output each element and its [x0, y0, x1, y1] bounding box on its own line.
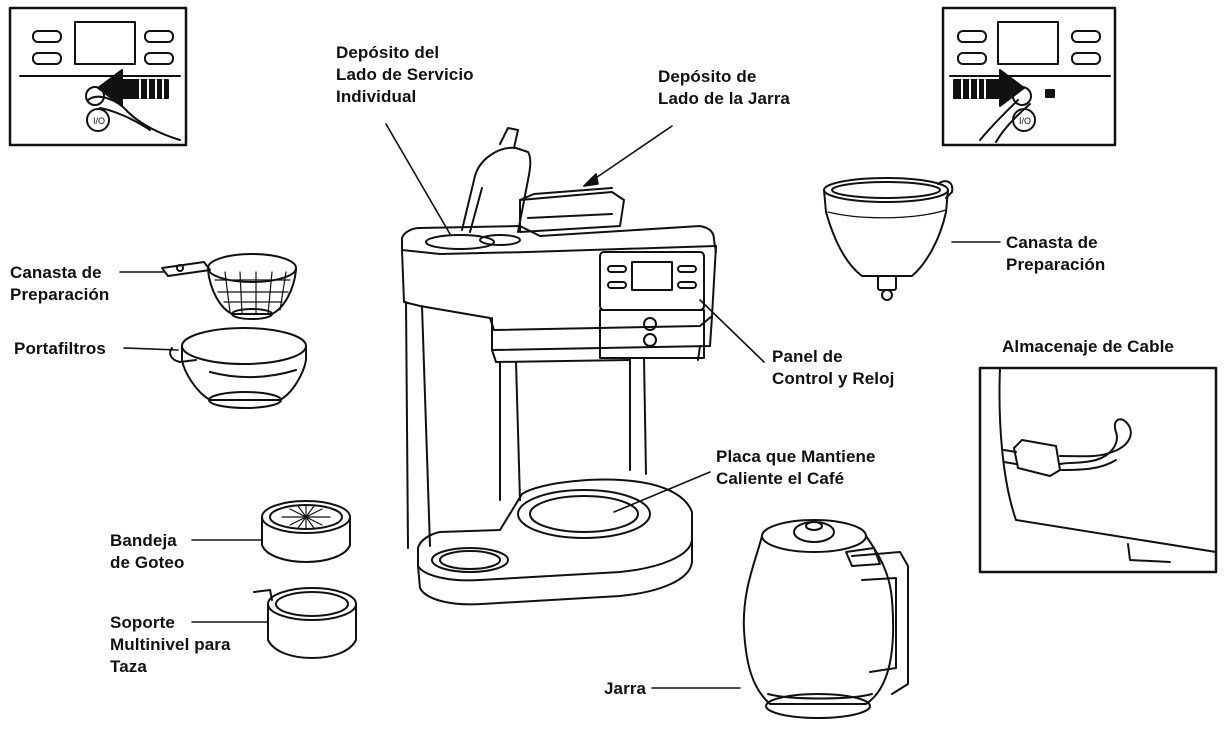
label-single-serve-reservoir: Depósito del Lado de Servicio Individual: [336, 43, 474, 106]
svg-text:I/O: I/O: [1019, 116, 1031, 126]
label-filter-holder: Portafiltros: [14, 339, 106, 358]
brew-basket-right-illustration: [823, 177, 954, 301]
cup-rest-illustration: [253, 587, 357, 659]
drip-tray-illustration: [261, 500, 351, 563]
label-carafe-reservoir: Depósito de Lado de la Jarra: [658, 67, 790, 108]
callout-leaders: [119, 123, 1001, 689]
cord-storage-inset: [978, 366, 1218, 574]
label-brew-basket-left: Canasta de Preparación: [10, 263, 110, 304]
svg-text:I/O: I/O: [93, 116, 105, 126]
left-control-panel-inset: I/O: [8, 6, 188, 147]
label-brew-basket-right: Canasta de Preparación: [1006, 233, 1106, 274]
right-control-panel-inset: I/O: [941, 6, 1117, 147]
label-carafe: Jarra: [604, 679, 647, 698]
label-warming-plate: Placa que Mantiene Caliente el Café: [716, 447, 876, 488]
label-cord-storage: Almacenaje de Cable: [1002, 337, 1174, 356]
label-control-panel: Panel de Control y Reloj: [772, 347, 895, 388]
brew-basket-left-illustration: [161, 253, 297, 320]
carafe-illustration: [742, 519, 909, 719]
filter-holder-illustration: [169, 327, 307, 409]
coffee-maker-body-illustration: [401, 127, 717, 606]
label-cup-rest: Soporte Multinivel para Taza: [110, 613, 231, 676]
label-drip-tray: Bandeja de Goteo: [110, 531, 185, 572]
